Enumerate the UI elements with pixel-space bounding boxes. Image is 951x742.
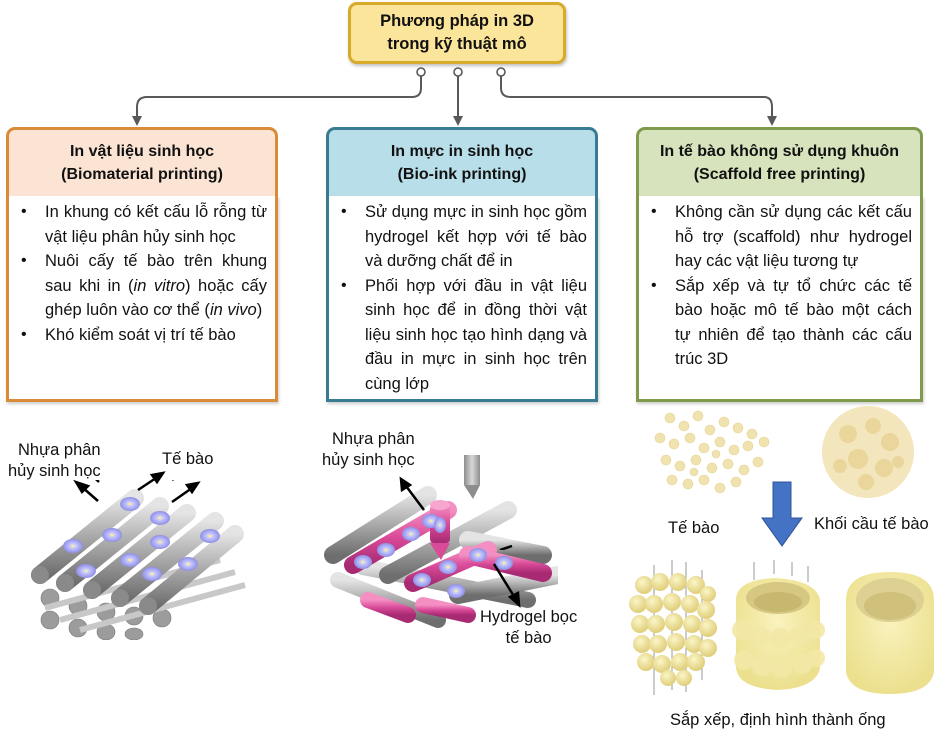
- cells: [63, 497, 220, 581]
- label-line: Nhựa phân: [332, 430, 415, 448]
- category-subtitle: (Biomaterial printing): [61, 166, 223, 183]
- biomaterial-label-arrows: [73, 471, 201, 504]
- biomaterial-scaffold-illustration: [31, 480, 246, 640]
- tube-formation-illustration: [629, 560, 934, 695]
- category-bioink-body: Sử dụng mực in sinh học gồm hydrogel kết…: [326, 196, 598, 402]
- root-title-line2: trong kỹ thuật mô: [387, 35, 527, 53]
- down-arrow-icon: [761, 481, 803, 547]
- bioink-label-arrows: [399, 476, 513, 550]
- bullet-item: Sắp xếp và tự tổ chức các tế bào hoặc mô…: [649, 274, 912, 372]
- category-title: In vật liệu sinh học: [69, 143, 215, 160]
- bioink-printing-illustration: [324, 455, 558, 628]
- label-tube-formation: Sắp xếp, định hình thành ống: [670, 711, 886, 729]
- bullet-item: Sử dụng mực in sinh học gồm hydrogel kết…: [339, 200, 587, 274]
- label-cells: Tế bào: [668, 519, 720, 537]
- bullet-item: Nuôi cấy tế bào trên khung sau khi in (i…: [19, 249, 267, 323]
- bullet-text: ) hoặc cấy ghép luôn vào cơ thể (: [45, 276, 267, 320]
- bullet-item: In khung có kết cấu lỗ rỗng từ vật liệu …: [19, 200, 267, 249]
- label-cell: Tế bào: [162, 450, 214, 468]
- bullet-italic: in vitro: [133, 276, 186, 295]
- label-biodegradable-resin: Nhựa phân hủy sinh học: [8, 440, 101, 482]
- category-title: In mực in sinh học: [390, 143, 534, 160]
- category-scaffold-free-body: Không cần sử dụng các kết cấu hỗ trợ (sc…: [636, 196, 923, 402]
- label-line: hủy sinh học: [8, 462, 101, 480]
- cells: [354, 514, 513, 598]
- category-bioink-header: In mực in sinh học (Bio-ink printing): [326, 127, 598, 197]
- fused-tube: [732, 560, 825, 690]
- category-title: In tế bào không sử dụng khuôn: [659, 143, 900, 160]
- label-spheroid: Khối cầu tế bào: [814, 515, 929, 533]
- category-subtitle: (Bio-ink printing): [397, 166, 527, 183]
- category-biomaterial-header: In vật liệu sinh học (Biomaterial printi…: [6, 127, 278, 197]
- arranged-spheroids: [629, 560, 717, 695]
- bullet-text: ): [256, 301, 263, 319]
- label-cell-coated-hydrogel: Hydrogel bọc tế bào: [480, 607, 577, 649]
- label-line: Hydrogel bọc: [480, 608, 578, 626]
- label-line: hủy sinh học: [322, 451, 415, 469]
- category-subtitle: (Scaffold free printing): [693, 166, 866, 183]
- label-line: Nhựa phân: [18, 441, 101, 459]
- label-line: tế bào: [505, 629, 552, 647]
- connector-middle: [453, 67, 463, 126]
- hydrogel-label-arrow: [492, 563, 521, 609]
- bullet-italic: in vivo: [209, 301, 257, 319]
- spheroid-illustration: [822, 406, 914, 498]
- category-scaffold-free-header: In tế bào không sử dụng khuôn (Scaffold …: [636, 127, 923, 197]
- category-biomaterial-body: In khung có kết cấu lỗ rỗng từ vật liệu …: [6, 196, 278, 402]
- root-title-line1: Phương pháp in 3D: [380, 12, 534, 30]
- final-tube: [846, 572, 934, 694]
- bullet-text: Nuôi cấy tế bào trên khung sau khi in (: [45, 252, 267, 295]
- label-biodegradable-resin: Nhựa phân hủy sinh học: [322, 429, 415, 471]
- connector-left: [132, 67, 426, 126]
- scattered-cells-illustration: [654, 410, 770, 494]
- bullet-item: Không cần sử dụng các kết cấu hỗ trợ (sc…: [649, 200, 912, 274]
- bullet-item: Phối hợp với đầu in vật liệu sinh học để…: [339, 274, 587, 397]
- pink-bottom-rods: [360, 592, 476, 623]
- root-node: Phương pháp in 3D trong kỹ thuật mô: [348, 2, 566, 64]
- connector-right: [496, 67, 777, 126]
- bullet-item: Khó kiểm soát vị trí tế bào: [19, 323, 267, 348]
